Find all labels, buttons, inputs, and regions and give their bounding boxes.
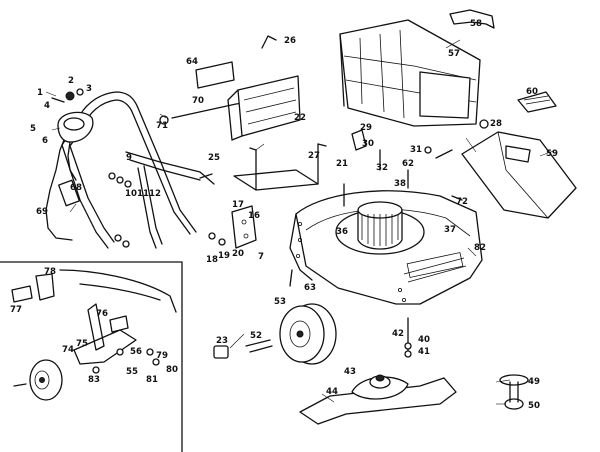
- grass-catcher: [339, 9, 495, 127]
- label-10: 10: [125, 189, 137, 199]
- label-36: 36: [336, 227, 348, 237]
- label-40: 40: [418, 335, 430, 345]
- label-63: 63: [304, 283, 316, 293]
- blade: [299, 317, 529, 425]
- label-16: 16: [248, 211, 260, 221]
- label-59: 59: [546, 149, 558, 159]
- label-82: 82: [474, 243, 486, 253]
- label-68: 68: [70, 183, 82, 193]
- label-22: 22: [294, 113, 306, 123]
- label-9: 9: [126, 153, 132, 163]
- motor: [335, 129, 463, 255]
- label-6: 6: [42, 136, 48, 146]
- label-44: 44: [326, 387, 338, 397]
- label-64: 64: [186, 57, 198, 67]
- label-1: 1: [37, 88, 43, 98]
- label-76: 76: [96, 309, 108, 319]
- label-18: 18: [206, 255, 218, 265]
- label-43: 43: [344, 367, 356, 377]
- bracket-part: [231, 205, 257, 249]
- label-27: 27: [308, 151, 320, 161]
- label-60: 60: [526, 87, 538, 97]
- label-55: 55: [126, 367, 138, 377]
- label-19: 19: [218, 251, 230, 261]
- label-77: 77: [10, 305, 22, 315]
- detail-inset: [0, 261, 183, 452]
- label-28: 28: [490, 119, 502, 129]
- label-4: 4: [44, 101, 50, 111]
- label-78: 78: [44, 267, 56, 277]
- label-72: 72: [456, 197, 468, 207]
- label-75: 75: [76, 339, 88, 349]
- label-31: 31: [410, 145, 422, 155]
- label-20: 20: [232, 249, 244, 259]
- label-12: 12: [149, 189, 161, 199]
- label-26: 26: [284, 36, 296, 46]
- label-37: 37: [444, 225, 456, 235]
- label-29: 29: [360, 123, 372, 133]
- label-83: 83: [88, 375, 100, 385]
- label-69: 69: [36, 207, 48, 217]
- label-3: 3: [86, 84, 92, 94]
- label-25: 25: [208, 153, 220, 163]
- label-38: 38: [394, 179, 406, 189]
- label-2: 2: [68, 76, 74, 86]
- mounting-bracket: [233, 143, 327, 191]
- handle-assembly: [45, 88, 251, 249]
- label-57: 57: [448, 49, 460, 59]
- label-23: 23: [216, 336, 228, 346]
- label-11: 11: [137, 189, 149, 199]
- label-32: 32: [376, 163, 388, 173]
- label-79: 79: [156, 351, 168, 361]
- label-49: 49: [528, 377, 540, 387]
- label-71: 71: [156, 121, 168, 131]
- part-labels: 1 2 3 4 5 6 7 9 10 11 12 16 17 18 19 20 …: [10, 19, 558, 411]
- label-21: 21: [336, 159, 348, 169]
- label-7: 7: [258, 252, 264, 262]
- label-56: 56: [130, 347, 142, 357]
- label-52: 52: [250, 331, 262, 341]
- rear-flap: [195, 35, 301, 141]
- leader-lines: [45, 39, 557, 405]
- label-80: 80: [166, 365, 178, 375]
- label-42: 42: [392, 329, 404, 339]
- label-41: 41: [418, 347, 430, 357]
- label-50: 50: [528, 401, 540, 411]
- label-30: 30: [362, 139, 374, 149]
- label-17: 17: [232, 200, 244, 210]
- label-74: 74: [62, 345, 74, 355]
- wheel: [213, 269, 337, 365]
- label-58: 58: [470, 19, 482, 29]
- label-53: 53: [274, 297, 286, 307]
- label-62: 62: [402, 159, 414, 169]
- label-81: 81: [146, 375, 158, 385]
- label-5: 5: [30, 124, 36, 134]
- label-70: 70: [192, 96, 204, 106]
